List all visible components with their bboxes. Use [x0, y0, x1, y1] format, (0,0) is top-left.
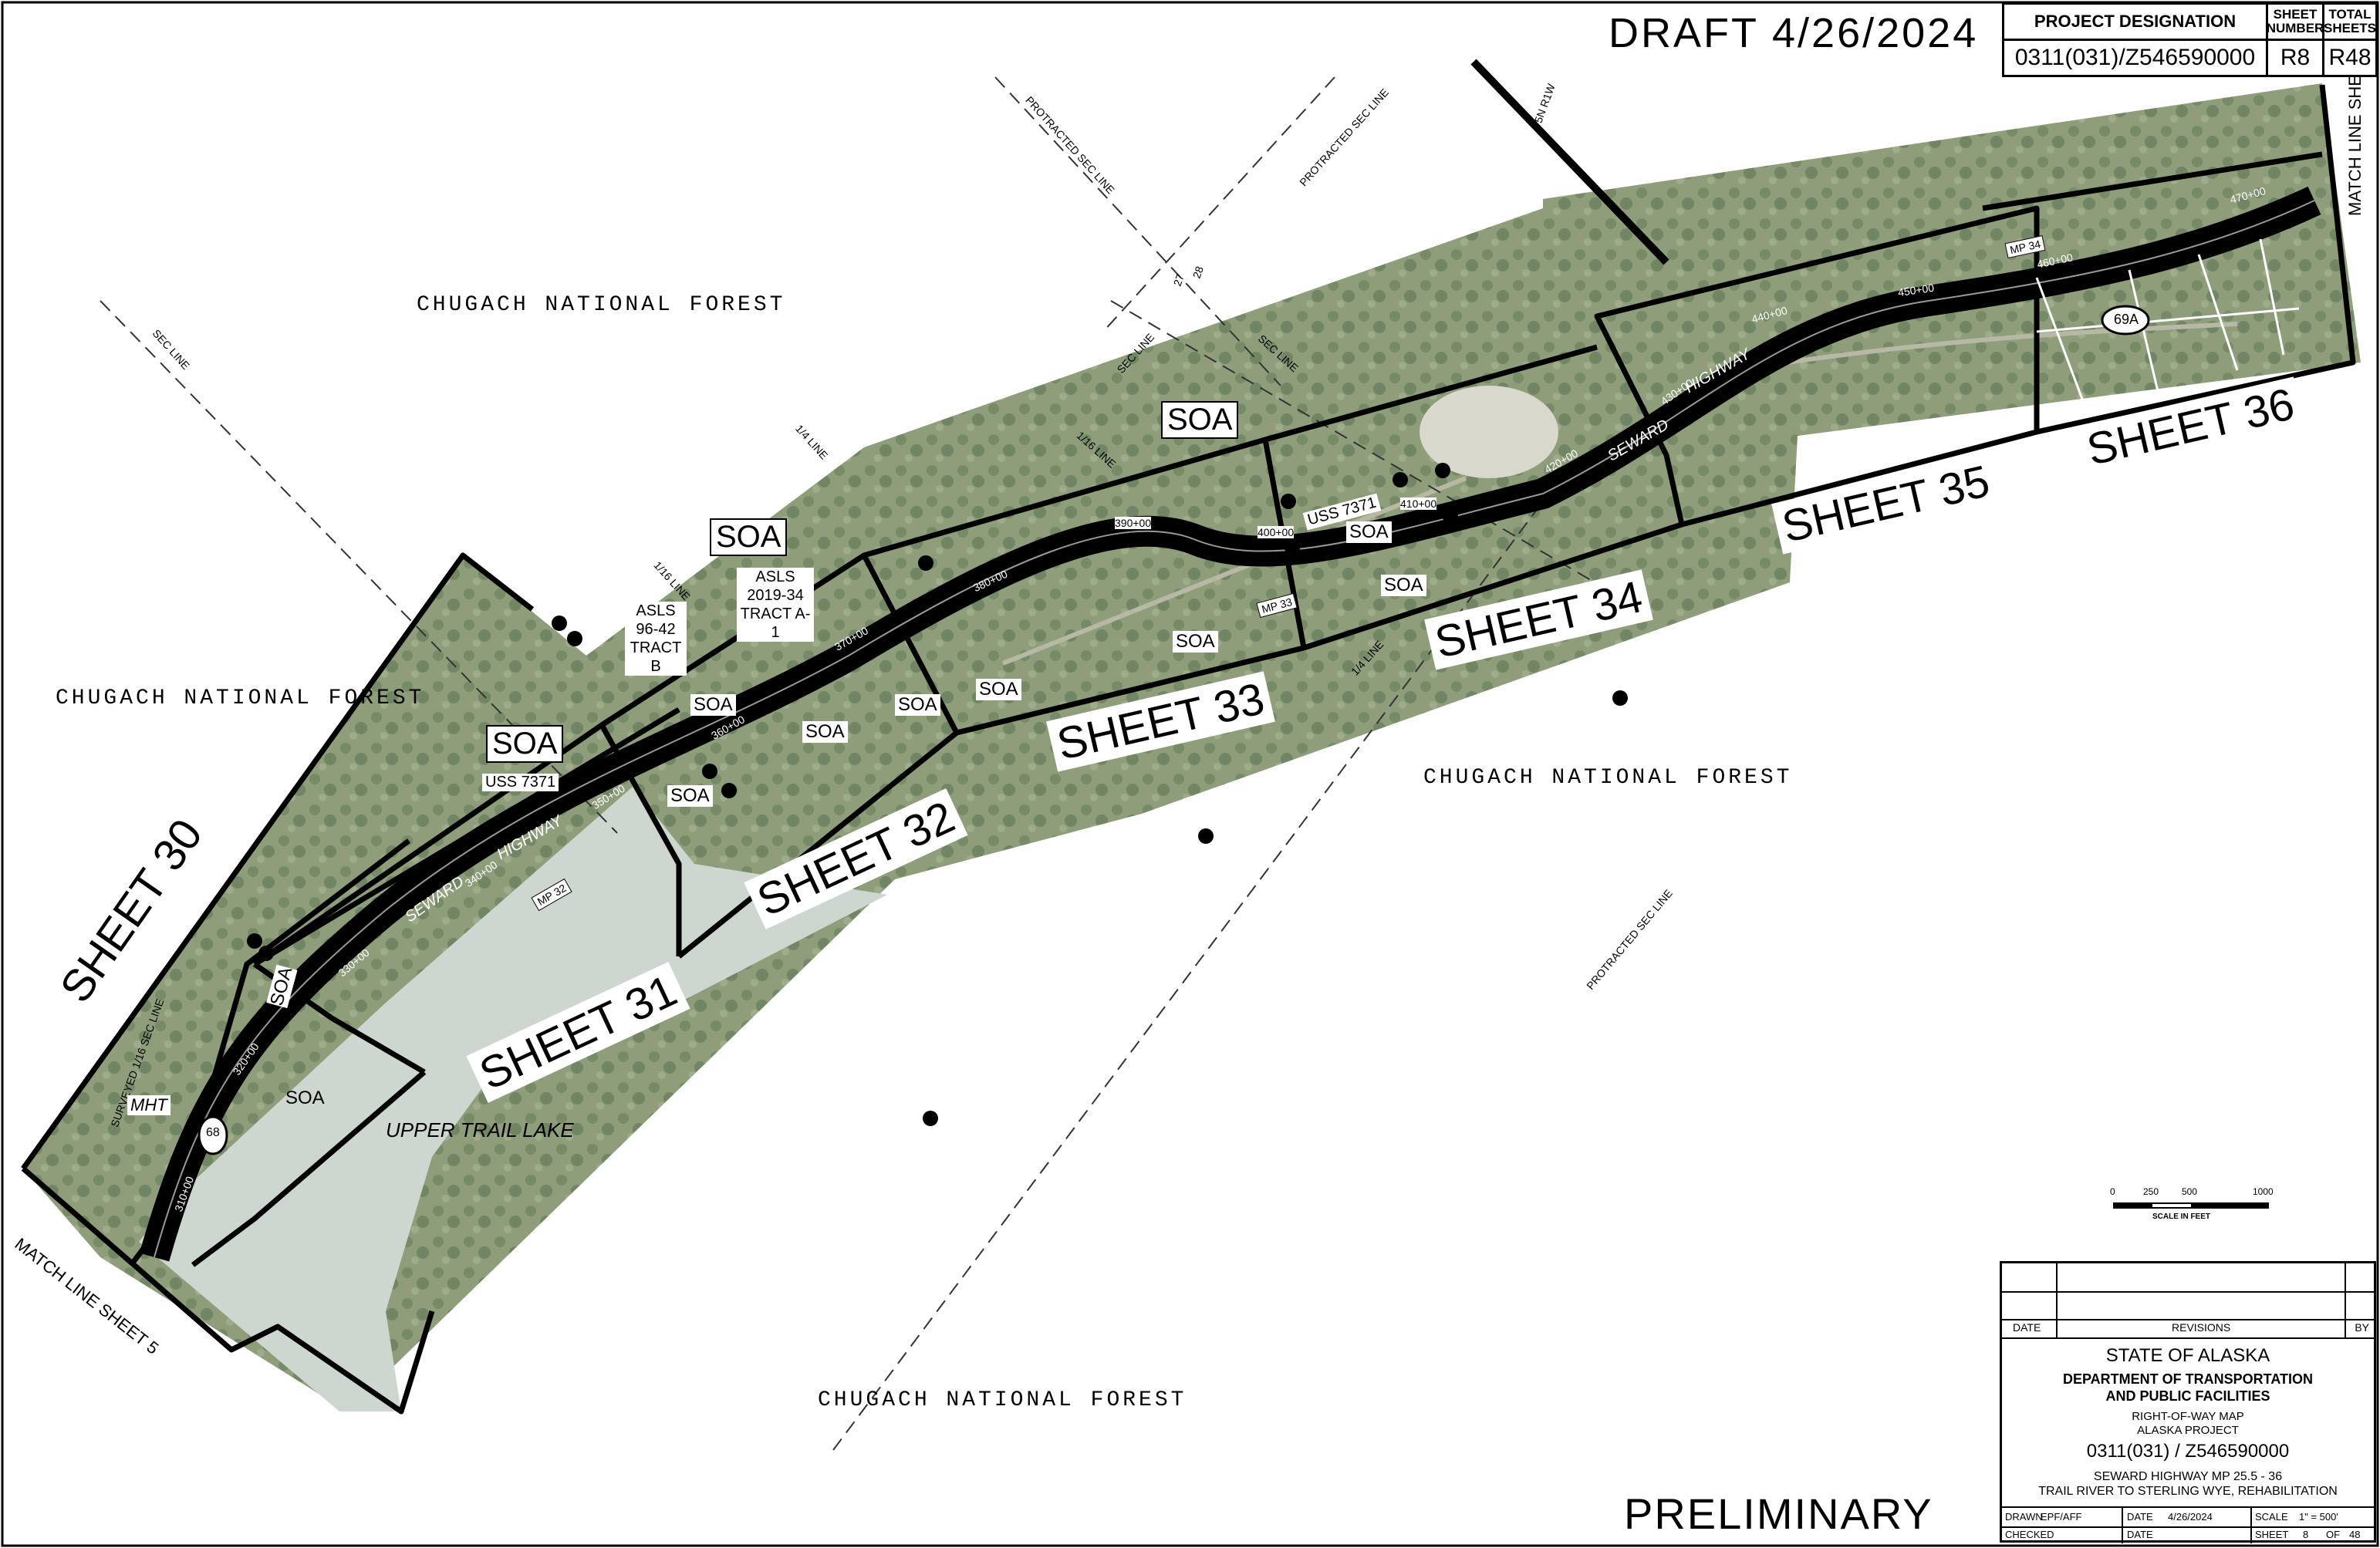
soa-label-3: SOA	[1161, 401, 1239, 439]
drawn-label: DRAWN	[2005, 1511, 2043, 1523]
project-type: ALASKA PROJECT	[2137, 1424, 2239, 1437]
station-label: 400+00	[1258, 526, 1295, 538]
station-label: 410+00	[1400, 497, 1437, 510]
forest-label-1: CHUGACH NATIONAL FOREST	[417, 293, 786, 317]
of-label: OF	[2326, 1529, 2341, 1540]
cleared-area	[1420, 386, 1558, 478]
date-label-2: DATE	[2127, 1511, 2153, 1523]
project-number: 0311(031) / Z546590000	[2086, 1441, 2290, 1462]
subdivision-lots	[2035, 238, 2300, 402]
date-value: 4/26/2024	[2168, 1511, 2213, 1523]
soa-label-6: SOA	[976, 679, 1021, 700]
sheet-label-tb: SHEET	[2255, 1529, 2289, 1540]
state-title: STATE OF ALASKA	[2105, 1345, 2270, 1366]
project-designation-value: 0311(031)/Z546590000	[2002, 39, 2268, 77]
scale-label-tb: SCALE	[2255, 1511, 2288, 1523]
soa-label-7: SOA	[1381, 575, 1426, 596]
department-line-1: DEPARTMENT OF TRANSPORTATION	[2063, 1371, 2313, 1387]
sheet-number-value: R8	[2266, 39, 2324, 77]
sheet-value-tb: 8	[2303, 1529, 2309, 1540]
department-line-2: AND PUBLIC FACILITIES	[2105, 1388, 2270, 1404]
date-col-label: DATE	[2013, 1321, 2041, 1334]
total-sheets-value: R48	[2322, 39, 2378, 77]
title-block: DATE REVISIONS BY STATE OF ALASKA DEPART…	[2000, 1261, 2376, 1543]
forest-label-3: CHUGACH NATIONAL FOREST	[1423, 766, 1793, 790]
soa-label-5: SOA	[1173, 631, 1218, 653]
project-desc-2: TRAIL RIVER TO STERLING WYE, REHABILITAT…	[2038, 1485, 2338, 1498]
upper-trail-lake	[139, 787, 887, 1411]
soa-label-12: SOA	[1346, 521, 1392, 543]
sheet-number-label: SHEET NUMBER	[2266, 2, 2324, 41]
project-desc-1: SEWARD HIGHWAY MP 25.5 - 36	[2093, 1470, 2283, 1483]
total-sheets-label: TOTAL SHEETS	[2322, 2, 2378, 41]
township-marker	[1470, 59, 1669, 265]
mht-label: MHT	[127, 1095, 170, 1115]
station-label: 390+00	[1115, 517, 1152, 529]
survey-monuments	[247, 463, 1628, 1126]
forest-label-4: CHUGACH NATIONAL FOREST	[818, 1388, 1187, 1412]
soa-label-10: SOA	[690, 694, 736, 716]
checked-label: CHECKED	[2005, 1529, 2054, 1540]
soa-label-2: SOA	[710, 518, 788, 556]
drawn-value: EPF/AFF	[2041, 1511, 2082, 1523]
revisions-col-label: REVISIONS	[2172, 1321, 2231, 1334]
map-type: RIGHT-OF-WAY MAP	[2132, 1410, 2244, 1423]
soa-label-8: SOA	[895, 694, 940, 716]
scale-tick-500: 500	[2182, 1186, 2198, 1197]
route-69a: 69A	[2114, 312, 2139, 327]
by-col-label: BY	[2355, 1321, 2369, 1334]
soa-label-4: SOA	[285, 1088, 325, 1108]
scale-tick-0: 0	[2110, 1186, 2115, 1197]
project-designation-label: PROJECT DESIGNATION	[2002, 2, 2268, 41]
scale-bar	[2113, 1202, 2269, 1209]
route-shields	[197, 305, 2150, 1155]
scale-tick-1000: 1000	[2253, 1186, 2274, 1197]
seward-highway	[139, 186, 2321, 1262]
soa-label-11: SOA	[667, 785, 713, 807]
uss-label-1: USS 7371	[482, 774, 559, 791]
route-68: 68	[206, 1126, 220, 1139]
draft-date: DRAFT 4/26/2024	[1609, 10, 1979, 56]
soa-label-1: SOA	[486, 725, 564, 763]
forest-label-2: CHUGACH NATIONAL FOREST	[56, 686, 425, 710]
scale-caption: SCALE IN FEET	[2152, 1212, 2211, 1221]
soa-label-9: SOA	[802, 721, 848, 743]
lake-label: UPPER TRAIL LAKE	[386, 1118, 574, 1142]
date-label-3: DATE	[2127, 1529, 2153, 1540]
preliminary-stamp: PRELIMINARY	[1624, 1489, 1933, 1538]
scale-value: 1" = 500'	[2299, 1511, 2338, 1523]
scale-tick-250: 250	[2143, 1186, 2159, 1197]
of-value: 48	[2349, 1529, 2361, 1540]
